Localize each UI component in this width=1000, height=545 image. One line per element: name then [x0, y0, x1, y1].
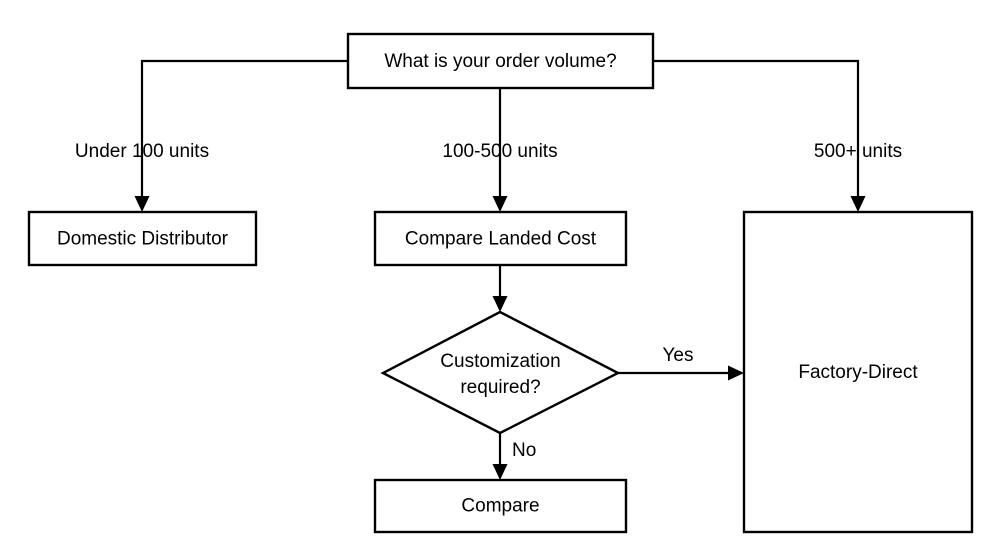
node-label-customization-line1: Customization	[440, 351, 560, 372]
edge-label-yes: Yes	[663, 345, 694, 366]
node-order-volume[interactable]: What is your order volume?	[346, 32, 655, 90]
arrow-head-icon	[492, 464, 508, 480]
arrow-head-icon	[492, 196, 508, 212]
connector-path	[140, 59, 348, 203]
edge-label-under-100-units: Under 100 units	[75, 141, 209, 162]
node-shape-rect	[373, 478, 628, 534]
connector-landed-cost-to-decision	[492, 265, 508, 312]
connector-100-500-units	[492, 88, 508, 212]
arrow-head-icon	[134, 196, 150, 212]
node-label-factory-direct: Factory-Direct	[798, 362, 918, 383]
edge-label-100-500-units: 100-500 units	[442, 141, 557, 162]
node-label-customization-line2: required?	[460, 377, 540, 398]
node-compare-landed-cost[interactable]: Compare Landed Cost	[373, 210, 628, 267]
connector-under-100-units	[134, 59, 348, 212]
node-shape-rect	[373, 210, 628, 267]
arrow-head-icon	[492, 296, 508, 312]
node-compare[interactable]: Compare	[373, 478, 628, 534]
arrow-head-icon	[728, 365, 744, 381]
edge-label-no: No	[512, 440, 536, 461]
node-label-order-volume: What is your order volume?	[384, 51, 616, 72]
node-shape-rect	[346, 32, 655, 90]
arrow-head-icon	[850, 196, 866, 212]
connector-no-to-compare	[492, 433, 508, 480]
node-shape-rect	[742, 210, 974, 534]
connector-500-plus-units	[653, 59, 866, 212]
node-shape-rect	[27, 210, 258, 267]
connector-yes-to-factory-direct	[618, 365, 744, 381]
node-label-domestic-distributor: Domestic Distributor	[57, 229, 229, 250]
node-label-compare-landed-cost: Compare Landed Cost	[405, 229, 597, 250]
edge-label-500-plus-units: 500+ units	[814, 141, 902, 162]
node-label-compare: Compare	[461, 496, 539, 517]
node-factory-direct[interactable]: Factory-Direct	[742, 210, 974, 534]
node-domestic-distributor[interactable]: Domestic Distributor	[27, 210, 258, 267]
node-shape-diamond	[380, 310, 621, 435]
connector-path	[653, 59, 860, 203]
node-customization-required[interactable]: Customization required?	[380, 310, 621, 435]
